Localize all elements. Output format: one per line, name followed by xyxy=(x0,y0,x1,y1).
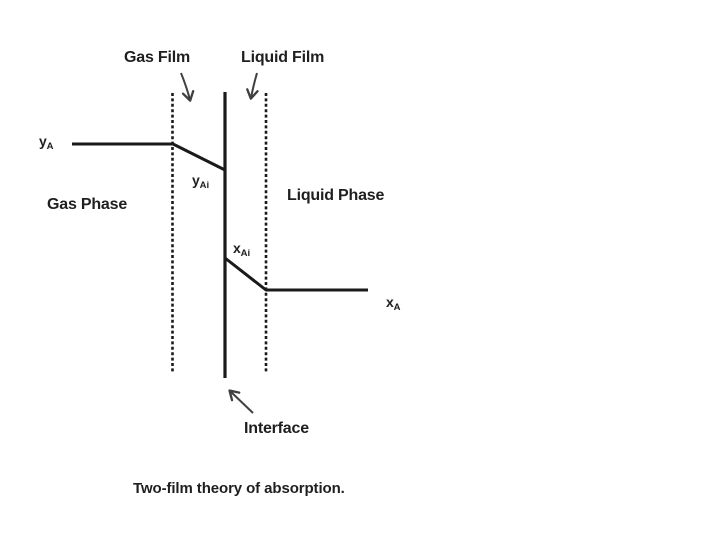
xa-label: xA xyxy=(386,294,400,313)
yai-label-base: y xyxy=(192,172,200,188)
xa-label-sub: A xyxy=(393,302,401,313)
interface-label: Interface xyxy=(244,420,309,437)
figure-caption: Two-film theory of absorption. xyxy=(133,480,345,497)
liquid-phase-label: Liquid Phase xyxy=(287,187,385,204)
gas-film-label: Gas Film xyxy=(124,49,190,66)
ya-label-sub: A xyxy=(46,141,54,152)
xai-label: xAi xyxy=(233,240,250,259)
xai-label-sub: Ai xyxy=(240,248,251,259)
interface-pointer-arrow xyxy=(228,389,254,414)
ya-label: yA xyxy=(39,133,53,152)
gas-concentration-profile-line xyxy=(72,142,226,172)
xa-label-base: x xyxy=(386,294,394,310)
xai-label-base: x xyxy=(233,240,241,256)
ya-label-base: y xyxy=(39,133,47,149)
gas-phase-label: Gas Phase xyxy=(47,196,128,213)
liquid-film-label: Liquid Film xyxy=(241,49,325,66)
gas-film-pointer-arrow xyxy=(180,72,195,102)
yai-label-sub: Ai xyxy=(199,180,210,191)
liquid-concentration-profile-line xyxy=(224,256,368,292)
yai-label: yAi xyxy=(192,172,209,191)
liquid-film-pointer-arrow xyxy=(246,72,259,100)
